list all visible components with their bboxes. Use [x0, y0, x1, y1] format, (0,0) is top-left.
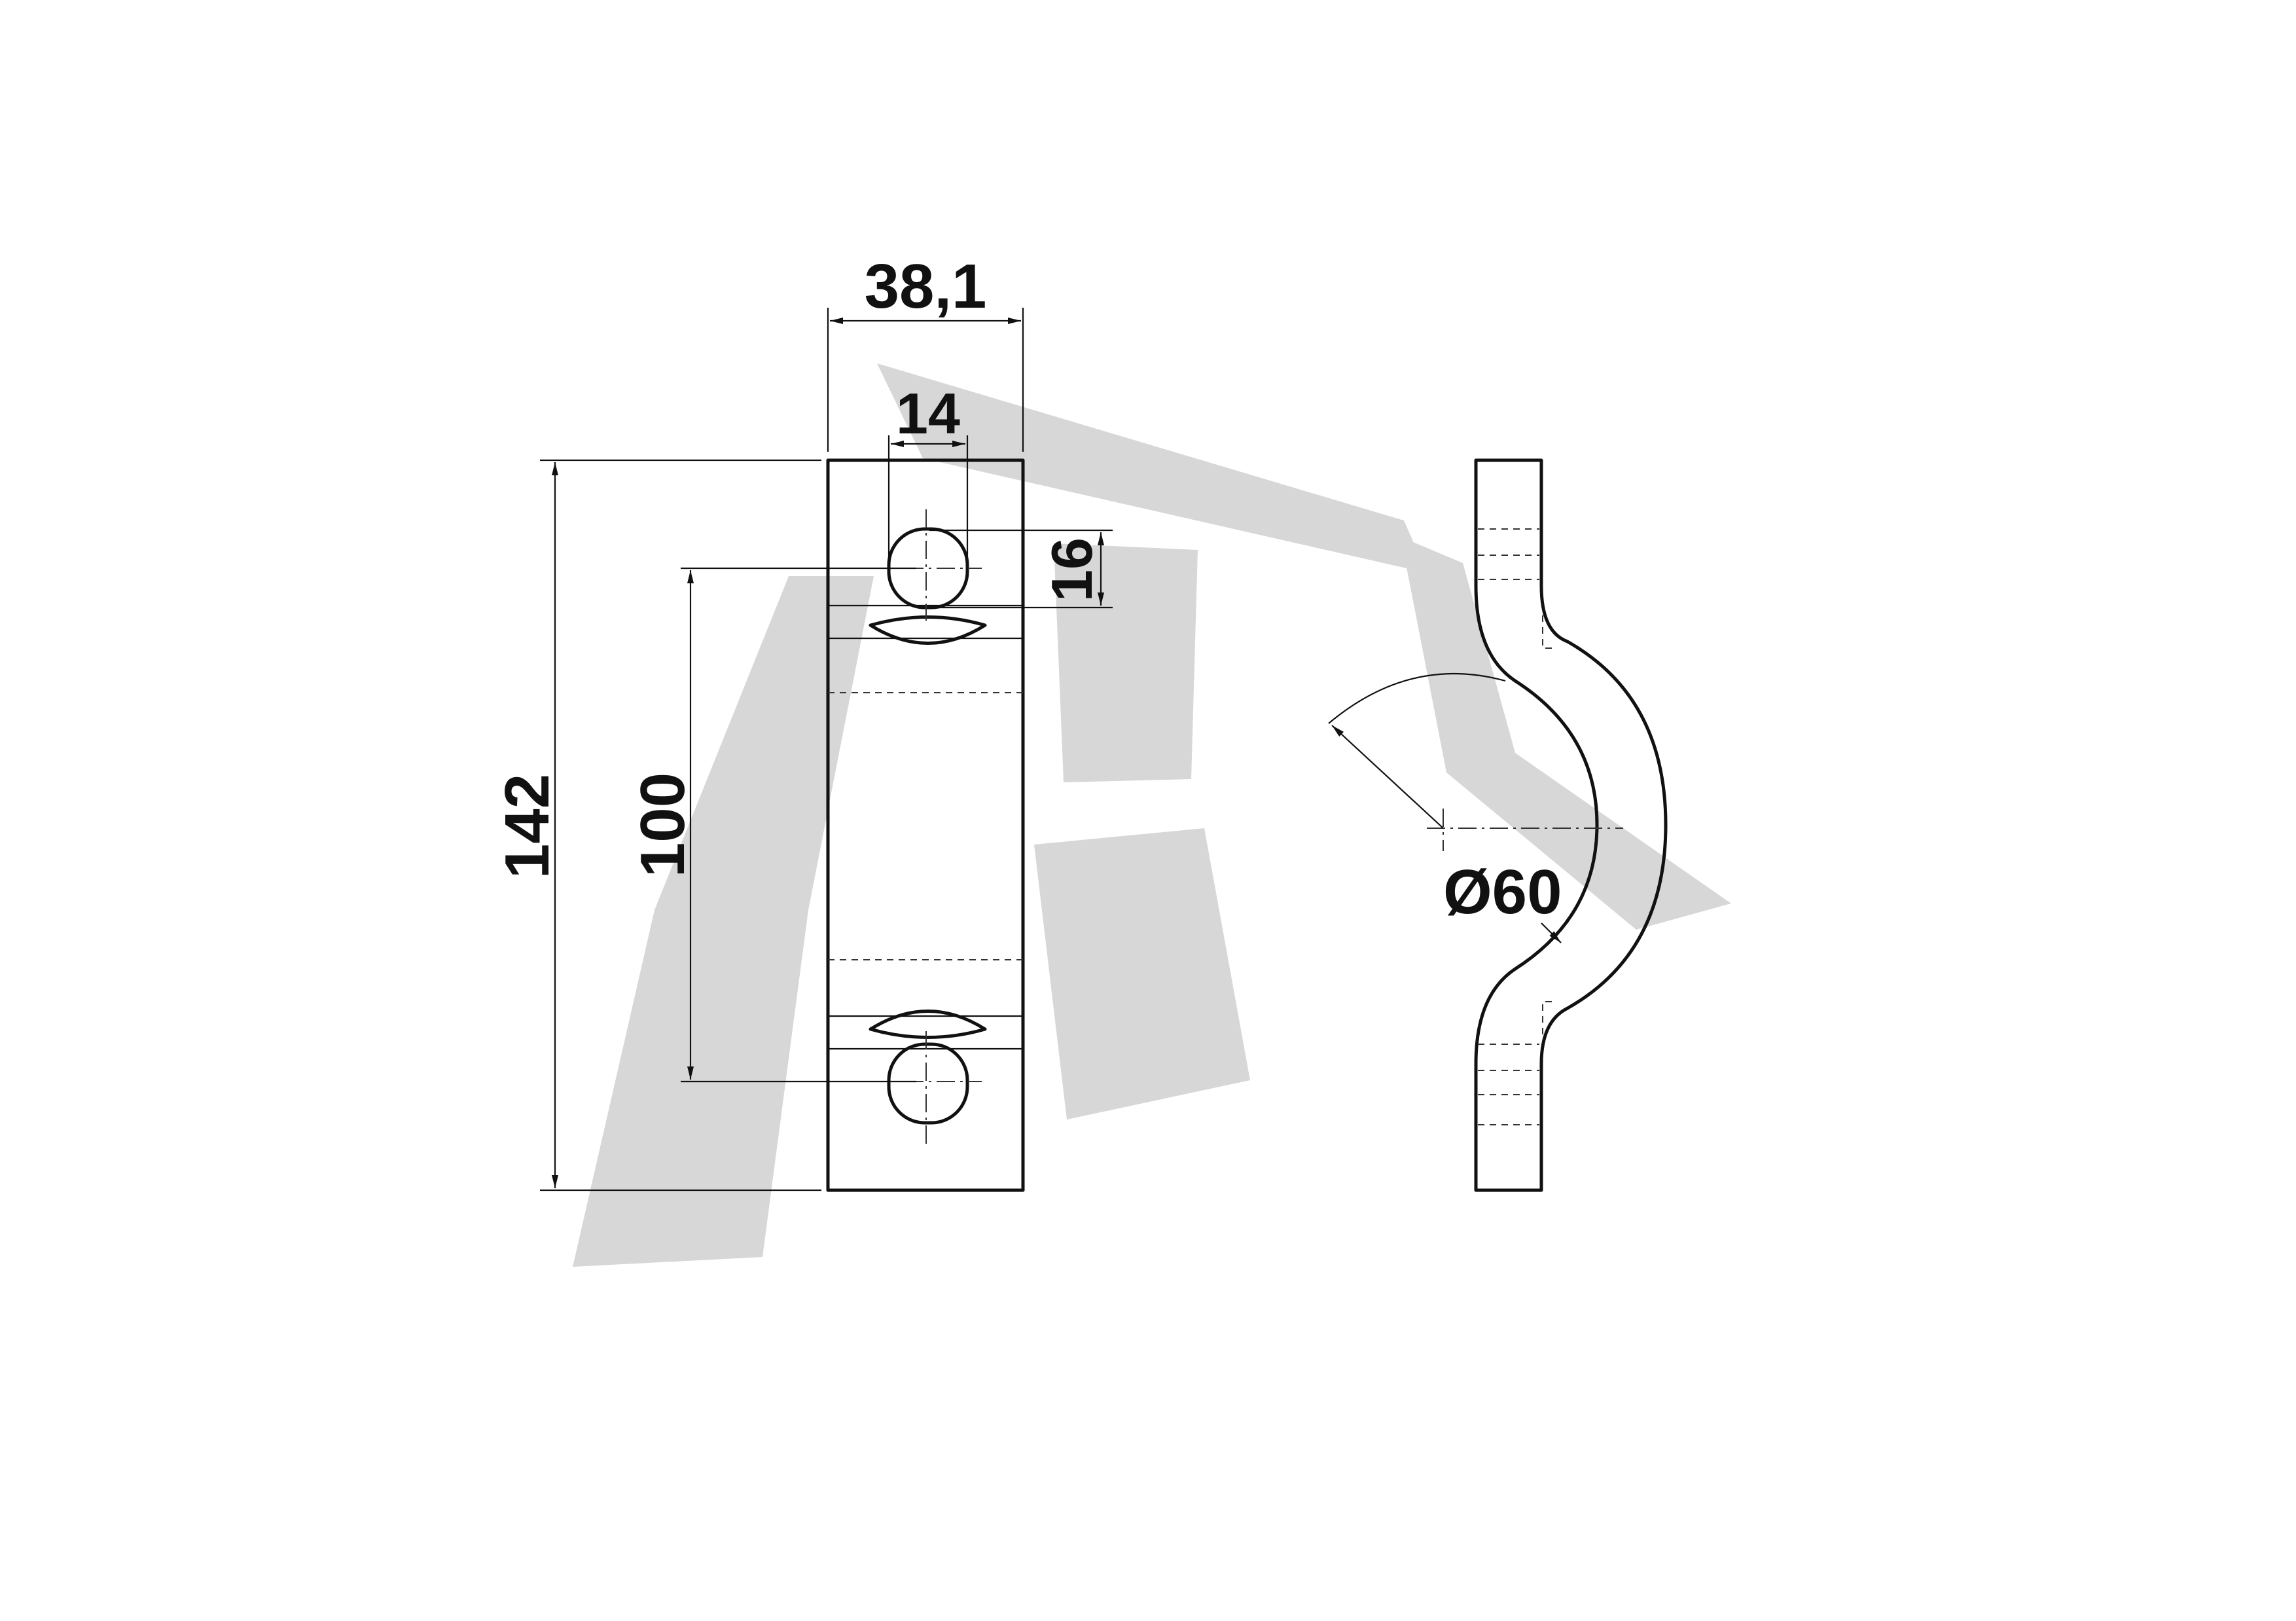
watermark-crossbar	[1034, 828, 1250, 1120]
dimension-hole-spacing: 100	[628, 567, 916, 1083]
dimension-label-overall-width: 38,1	[865, 251, 987, 321]
diameter-leader-arc	[1328, 672, 1506, 724]
dimension-label-hole-height: 16	[1039, 537, 1104, 602]
dimension-overall-length: 142	[492, 459, 821, 1192]
plate-outline	[826, 458, 1025, 1192]
watermark-top-bar	[877, 363, 1427, 573]
diameter-leader-line	[1331, 725, 1444, 829]
strap-profile	[1474, 458, 1668, 1192]
dimension-label-overall-length: 142	[492, 774, 562, 879]
dimension-label-hole-width: 14	[896, 381, 960, 446]
watermark-logo	[573, 363, 1731, 1267]
watermark-left-stroke	[573, 576, 874, 1267]
front-view	[826, 458, 1025, 1192]
diameter-leader-line	[1541, 922, 1562, 943]
bend-lens-bottom	[869, 1010, 987, 1039]
watermark-right-leg	[1401, 537, 1731, 930]
dimension-overall-width: 38,1	[827, 251, 1024, 452]
dimension-hole-width: 14	[888, 381, 969, 563]
dimension-hole-height: 16	[929, 529, 1113, 609]
dimension-label-hole-spacing: 100	[628, 773, 698, 877]
hidden-line	[1542, 1001, 1554, 1034]
bend-lens-top	[869, 615, 987, 645]
dimension-label-bend-diameter: Ø60	[1443, 857, 1562, 927]
watermark-vertical	[1054, 543, 1198, 782]
side-view: Ø60	[1328, 458, 1668, 1192]
slot-hole-bottom	[887, 1042, 969, 1125]
hidden-line	[1542, 615, 1554, 649]
